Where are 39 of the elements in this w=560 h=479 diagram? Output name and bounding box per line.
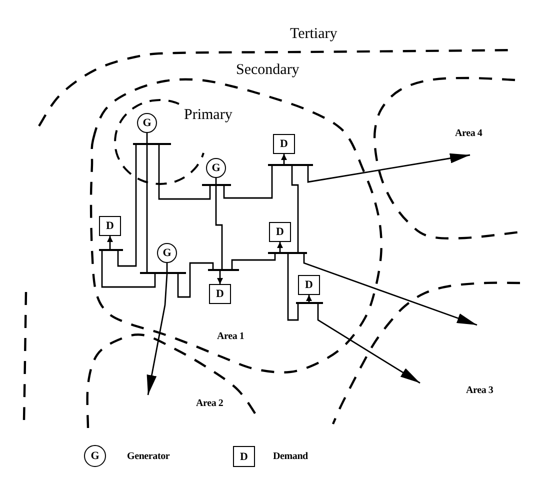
demand-symbol: D xyxy=(298,275,320,295)
load-arrow xyxy=(306,295,312,302)
legend-label: Generator xyxy=(127,452,170,462)
transmission-line xyxy=(177,262,214,298)
transmission-line xyxy=(146,145,148,272)
generator-symbol: G xyxy=(157,243,177,263)
generator-symbol: G xyxy=(84,445,106,467)
transmission-line xyxy=(231,254,276,269)
area-label: Area 3 xyxy=(466,386,494,396)
demand-symbol: D xyxy=(209,284,231,304)
zone-label: Primary xyxy=(184,108,232,123)
transmission-line xyxy=(158,145,211,200)
demand-symbol: D xyxy=(269,222,291,242)
generator-symbol: G xyxy=(206,158,226,178)
load-arrow xyxy=(107,236,113,249)
generator-symbol: G xyxy=(137,113,157,133)
export-arrow xyxy=(146,274,168,396)
export-arrow xyxy=(307,153,470,183)
demand-symbol: D xyxy=(99,216,121,236)
transmission-line xyxy=(215,186,223,269)
load-arrow xyxy=(281,154,287,164)
zone-label: Secondary xyxy=(236,63,300,78)
export-arrow xyxy=(303,254,478,326)
generator-line xyxy=(146,133,148,143)
area-label: Area 4 xyxy=(455,129,482,139)
transmission-line xyxy=(287,254,299,321)
transmission-line xyxy=(101,251,156,288)
area-label: Area 2 xyxy=(196,399,224,409)
transmission-line xyxy=(117,145,137,267)
demand-symbol: D xyxy=(273,134,295,154)
transmission-line xyxy=(223,166,273,199)
load-arrow xyxy=(217,271,223,284)
zone-label: Tertiary xyxy=(290,27,338,42)
area-label: Area 1 xyxy=(217,332,244,342)
legend-label: Demand xyxy=(273,452,308,462)
transmission-line xyxy=(291,166,299,252)
load-arrow xyxy=(277,242,283,252)
demand-symbol: D xyxy=(233,446,255,467)
export-arrow xyxy=(317,304,420,384)
